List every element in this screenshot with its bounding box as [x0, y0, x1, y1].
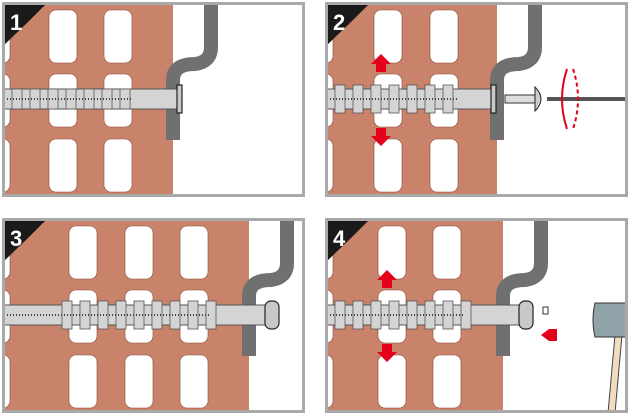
step-badge [2, 2, 48, 47]
step-3-illustration [2, 218, 305, 413]
hammer-head [592, 302, 628, 338]
brick-hole [179, 354, 209, 409]
expand-up-arrow-icon [371, 54, 391, 72]
step-badge [2, 218, 48, 263]
brick-hole [48, 9, 78, 64]
brick-hole [103, 138, 133, 193]
rotation-arrow-icon [561, 68, 568, 130]
screw-head [534, 85, 542, 113]
brick-hole [429, 9, 459, 64]
step-1-number: 1 [10, 10, 23, 35]
panel-frame [2, 218, 305, 413]
brick-hole [432, 354, 462, 409]
expand-down-arrow-icon [371, 128, 391, 146]
expand-up-arrow-icon [377, 270, 397, 288]
step-4-number: 4 [333, 226, 346, 251]
step-1-illustration [2, 2, 305, 197]
wall-plaster [166, 2, 218, 140]
step-4-panel: 4 [325, 218, 628, 413]
brick-hole [124, 225, 154, 280]
anchor-head [490, 84, 497, 114]
brick-hole [377, 225, 407, 280]
step-badge [325, 2, 371, 47]
brick-hole [429, 138, 459, 193]
anchor-head [264, 300, 280, 330]
expand-down-arrow-icon [377, 344, 397, 362]
brick-hole [68, 225, 98, 280]
brick-hole [373, 138, 403, 193]
brick-hole [48, 138, 78, 193]
brick-hole [124, 354, 154, 409]
step-2-illustration [325, 2, 628, 197]
anchor-rib [460, 300, 472, 330]
brick-hole [103, 9, 133, 64]
anchor-head [518, 300, 534, 330]
wall-plaster [496, 218, 548, 356]
panel-frame [325, 218, 628, 413]
rotation-arrow-back-icon [572, 68, 579, 130]
brick-hole [179, 225, 209, 280]
step-3-panel: 3 [2, 218, 305, 413]
brick-hole [377, 354, 407, 409]
step-2-number: 2 [333, 10, 346, 35]
wall-plaster [490, 2, 542, 140]
step-1-panel: 1 [2, 2, 305, 197]
step-2-panel: 2 [325, 2, 628, 197]
step-badge [325, 218, 371, 263]
wall-plaster [242, 218, 294, 356]
push-arrow-icon [541, 329, 557, 341]
panel-frame [2, 2, 305, 197]
brick-hole [68, 354, 98, 409]
brick-hole [373, 9, 403, 64]
step-4-illustration [325, 218, 628, 413]
anchor-rib [205, 300, 217, 330]
anchor-head [176, 84, 183, 114]
step-3-number: 3 [10, 226, 23, 251]
panel-frame [325, 2, 628, 197]
screw-shank [504, 94, 536, 104]
brick-hole [432, 225, 462, 280]
screw-cap [542, 306, 549, 315]
